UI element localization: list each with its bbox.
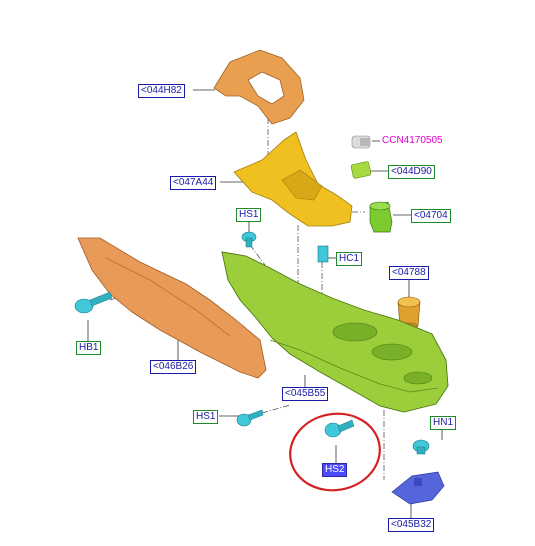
label-hs1-bottom[interactable]: HS1 [193,410,219,424]
bracket-slot [414,478,422,486]
label-hc1[interactable]: HC1 [336,252,363,266]
console-cup-well-1 [332,322,378,342]
panel-crease [105,257,231,337]
highlight-circle [289,412,381,492]
label-ccn4170505[interactable]: CCN4170505 [382,135,443,146]
console-tray [403,371,433,385]
bracket-part [391,471,445,505]
label-046b26[interactable]: <046B26 [150,360,197,374]
hs1-bottom-screw [236,409,264,427]
label-044h82[interactable]: <044H82 [138,84,185,98]
hc1-clip-part [317,245,329,263]
label-hn1[interactable]: HN1 [430,416,457,430]
label-04788[interactable]: <04788 [389,266,429,280]
console-edge [269,339,439,393]
label-045b55[interactable]: <045B55 [282,387,329,401]
label-04704[interactable]: <04704 [411,209,451,223]
side-panel-part [77,237,267,379]
connector-part [351,135,371,149]
console-cup-well-2 [371,343,413,361]
label-047a44[interactable]: <047A44 [170,176,217,190]
cup-holder-part [397,296,421,330]
hs1-top-screw [241,231,257,248]
shifter-bezel-part [213,49,305,125]
hn1-nut [412,439,430,455]
hs2-screw [324,419,355,438]
cup-insert-part [369,201,393,233]
label-hb1[interactable]: HB1 [76,341,102,355]
label-hs1-top[interactable]: HS1 [236,208,262,222]
panel-opening [281,169,323,201]
label-045b32[interactable]: <045B32 [388,518,435,532]
label-044d90[interactable]: <044D90 [388,165,435,179]
label-hs2[interactable]: HS2 [322,463,348,477]
switch-part [350,161,372,179]
hb1-bolt [74,291,113,314]
